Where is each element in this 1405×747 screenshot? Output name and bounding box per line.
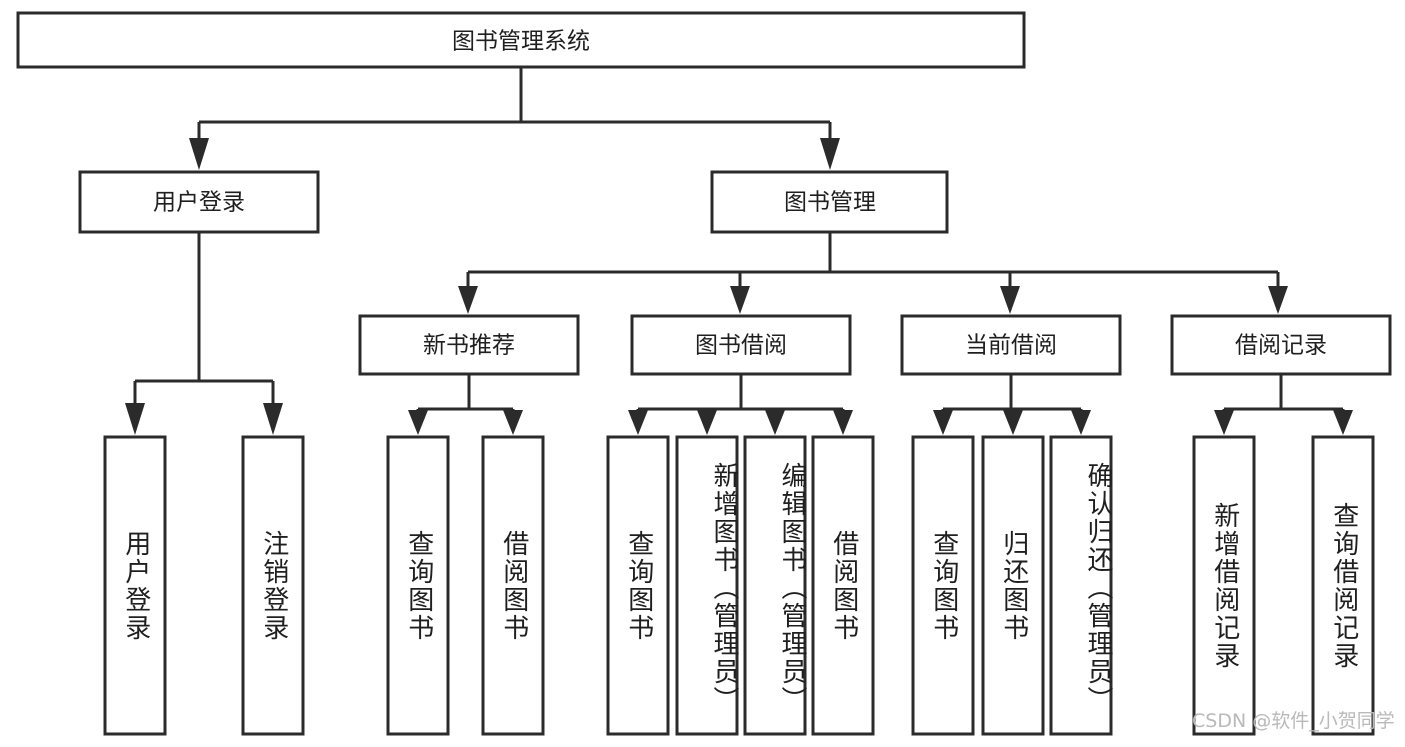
node-label-leaf-add-book: 新增图书（管理员） (709, 461, 739, 714)
node-label-leaf-query-book-a: 查询图书 (403, 529, 434, 642)
nodes-layer: 图书管理系统 用户登录 图书管理 新书推荐 图书借阅 当前借阅 借阅记录 (16, 11, 1392, 736)
node-box-leaf-query-book-c[interactable] (911, 435, 975, 736)
arrow-head-leaf-edit-book (765, 410, 785, 435)
arrow-head-leaf-return-book (1003, 410, 1023, 435)
node-box-book-management[interactable] (710, 170, 949, 234)
node-box-leaf-query-record[interactable] (1311, 435, 1375, 736)
arrow-head-leaf-logout (263, 403, 283, 435)
arrow-head-newbooks (458, 286, 478, 314)
node-label-leaf-add-record: 新增借阅记录 (1209, 501, 1240, 670)
node-label-user-login: 用户登录 (153, 190, 245, 216)
arrow-head-leaf-query-book-c (933, 410, 953, 435)
node-box-borrow-records[interactable] (1170, 314, 1392, 376)
arrow-head-leaf-query-record (1333, 410, 1353, 435)
arrow-head-leaf-add-book (697, 410, 717, 435)
node-box-leaf-confirm-return[interactable] (1049, 435, 1113, 736)
node-box-leaf-edit-book[interactable] (743, 435, 807, 736)
node-box-book-borrow[interactable] (630, 314, 852, 376)
node-box-user-login[interactable] (78, 170, 320, 234)
csdn-watermark: CSDN @软件_小贺同学 (1192, 710, 1395, 732)
arrow-head-leaf-user-login (125, 403, 145, 435)
node-label-leaf-user-login: 用户登录 (120, 529, 151, 642)
node-label-book-management: 图书管理 (784, 190, 876, 216)
node-label-leaf-borrow-book-b: 借阅图书 (828, 529, 859, 642)
node-box-current-borrow[interactable] (900, 314, 1122, 376)
arrow-head-leaf-confirm-return (1071, 410, 1091, 435)
node-box-leaf-return-book[interactable] (981, 435, 1045, 736)
node-box-leaf-query-book-b[interactable] (606, 435, 670, 736)
node-box-leaf-borrow-book-a[interactable] (481, 435, 545, 736)
node-label-leaf-edit-book: 编辑图书（管理员） (777, 461, 807, 714)
node-label-leaf-confirm-return: 确认归还（管理员） (1083, 461, 1113, 714)
node-label-leaf-borrow-book-a: 借阅图书 (498, 529, 529, 642)
arrow-head-leaf-add-record (1214, 410, 1234, 435)
arrow-head-leaf-query-book-b (628, 410, 648, 435)
node-box-root[interactable] (16, 11, 1026, 69)
node-label-root: 图书管理系统 (452, 29, 590, 55)
node-label-leaf-query-record: 查询借阅记录 (1328, 501, 1359, 670)
arrow-head-leaf-borrow-book-b (833, 410, 853, 435)
node-box-leaf-add-record[interactable] (1192, 435, 1256, 736)
node-label-borrow-records: 借阅记录 (1235, 333, 1327, 359)
node-box-leaf-query-book-a[interactable] (386, 435, 450, 736)
node-label-leaf-logout: 注销登录 (258, 529, 289, 642)
node-box-new-book-recommend[interactable] (358, 314, 580, 376)
node-box-leaf-borrow-book-b[interactable] (811, 435, 875, 736)
node-label-leaf-query-book-b: 查询图书 (623, 529, 654, 642)
arrow-head-records (1268, 286, 1288, 314)
arrow-head-userlogin (189, 138, 209, 170)
arrow-head-leaf-query-book-a (408, 410, 428, 435)
arrow-head-bookmgmt (820, 138, 840, 170)
node-label-leaf-return-book: 归还图书 (998, 529, 1029, 642)
arrow-head-borrow (730, 286, 750, 314)
node-label-book-borrow: 图书借阅 (695, 333, 787, 359)
node-box-leaf-logout[interactable] (241, 435, 305, 736)
node-label-new-book-recommend: 新书推荐 (423, 333, 515, 359)
node-label-current-borrow: 当前借阅 (965, 333, 1057, 359)
node-label-leaf-query-book-c: 查询图书 (928, 529, 959, 642)
connectors-layer (125, 67, 1353, 435)
arrow-head-current (1000, 286, 1020, 314)
node-box-leaf-user-login[interactable] (103, 435, 167, 736)
node-box-leaf-add-book[interactable] (675, 435, 739, 736)
arrow-head-leaf-borrow-book-a (503, 410, 523, 435)
